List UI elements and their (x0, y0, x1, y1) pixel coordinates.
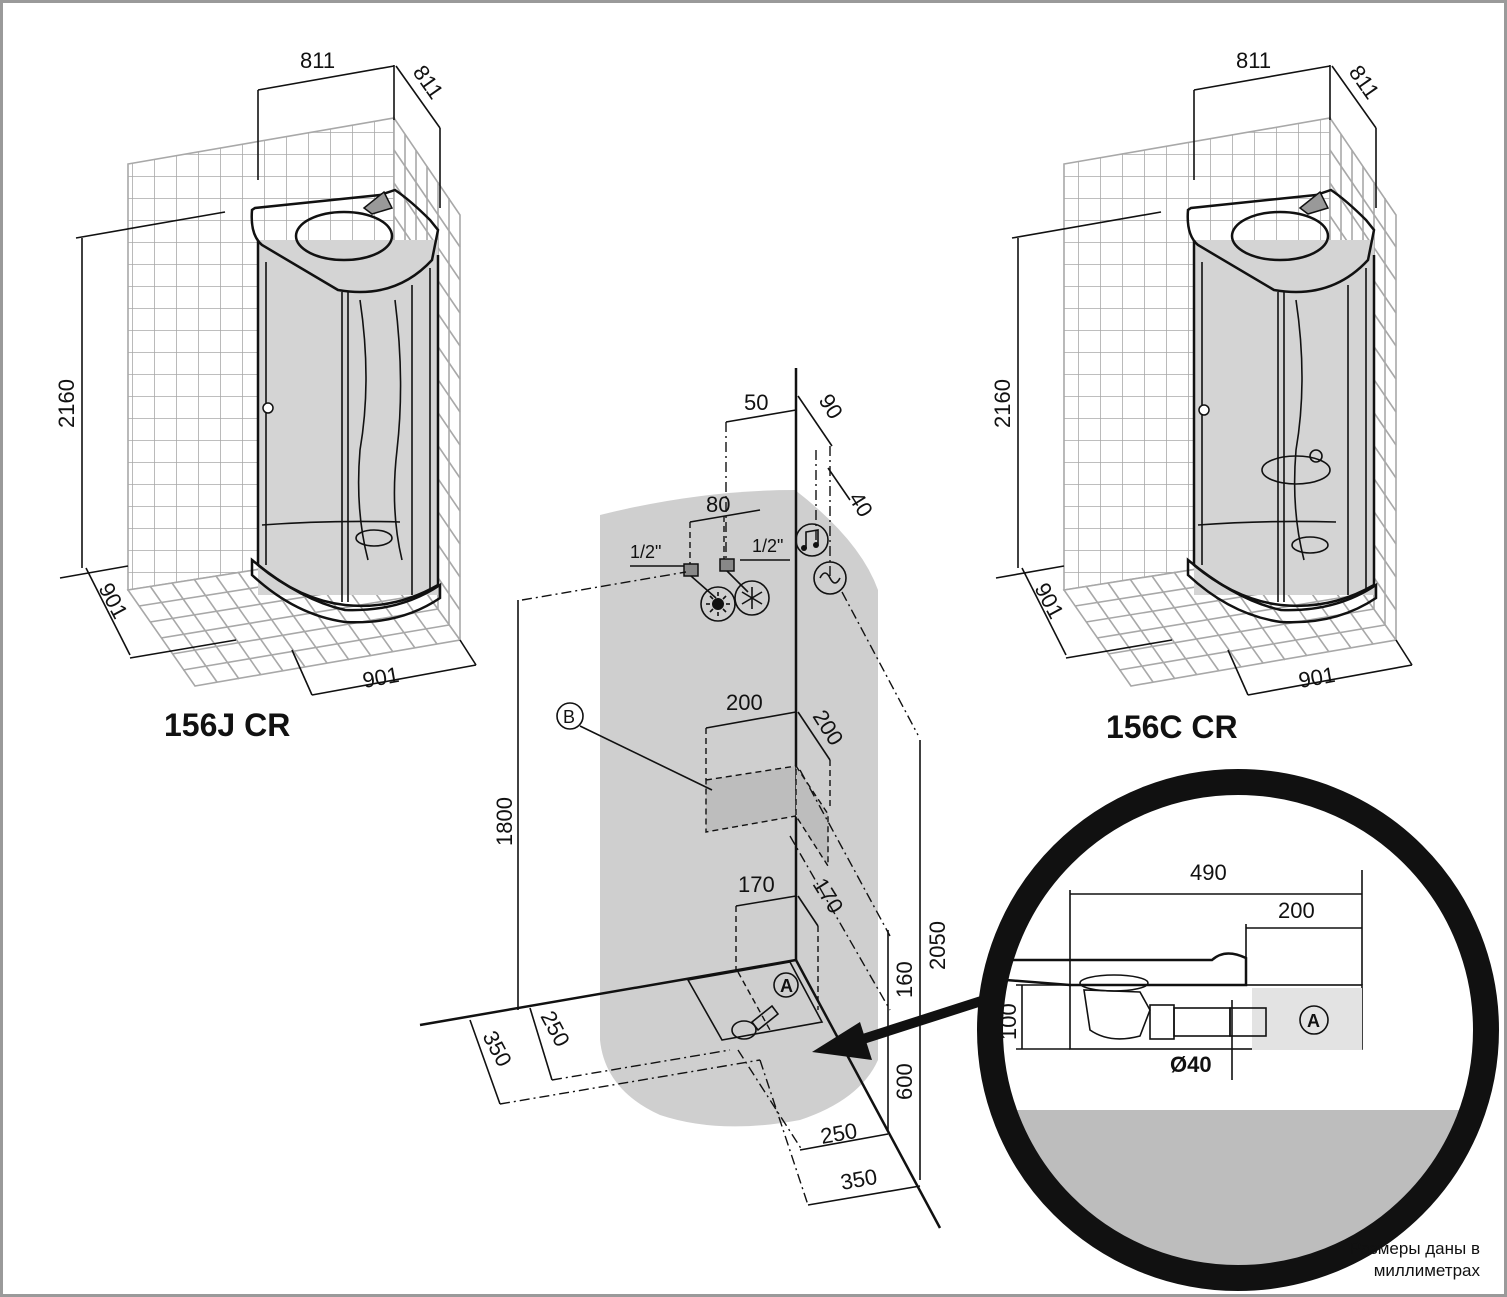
dim-left-height: 2160 (54, 379, 79, 428)
right-cabin: 811 811 2160 901 901 156C CR (990, 48, 1413, 745)
dim-left-base-right: 901 (361, 662, 402, 693)
dim-right-height: 2160 (990, 379, 1015, 428)
detail-siphon (1079, 974, 1267, 1040)
left-model-label: 156J CR (164, 707, 290, 743)
left-shower-cabin (250, 188, 442, 624)
dim-half-inch-left: 1/2" (630, 542, 661, 562)
cold-water-icon (734, 580, 770, 616)
dim-350-left: 350 (478, 1027, 517, 1071)
label-a-detail: A (1307, 1011, 1320, 1031)
dim-diameter-40: Ø40 (1170, 1052, 1212, 1077)
hot-water-icon (700, 586, 736, 622)
drain-siphon (731, 1004, 780, 1040)
dim-600: 600 (892, 1063, 917, 1100)
dim-490: 490 (1190, 860, 1227, 885)
dim-80: 80 (706, 492, 730, 517)
drain-detail: A 490 200 100 Ø40 (977, 769, 1499, 1291)
dim-170-width: 170 (738, 872, 775, 897)
dim-right-width-top: 811 (1236, 48, 1271, 73)
left-cabin: 811 811 2160 901 901 156J CR (54, 48, 477, 743)
dim-40: 40 (844, 487, 878, 521)
label-b: B (563, 707, 575, 727)
dim-right-base-left: 901 (1030, 579, 1069, 623)
dim-right-base-right: 901 (1297, 662, 1338, 693)
dim-half-inch-right: 1/2" (752, 536, 783, 556)
dim-1800: 1800 (492, 797, 517, 846)
dim-200-detail: 200 (1278, 898, 1315, 923)
dim-160: 160 (892, 961, 917, 998)
dim-90: 90 (814, 389, 848, 423)
dim-350-bottom: 350 (839, 1164, 880, 1195)
power-icon (813, 561, 847, 595)
right-shower-cabin (1186, 188, 1378, 624)
note-line-1: Размеры даны в (1350, 1239, 1480, 1258)
center-installation: 50 90 40 80 1/2" 1/2" (419, 368, 1002, 1229)
music-icon (795, 523, 829, 557)
dim-left-width-top: 811 (300, 48, 335, 73)
dim-right-depth-top: 811 (1344, 61, 1385, 104)
dim-2050: 2050 (925, 921, 950, 970)
dim-left-base-left: 901 (94, 579, 133, 623)
dim-left-depth-top: 811 (408, 61, 449, 104)
dim-50: 50 (744, 390, 768, 415)
right-model-label: 156C CR (1106, 709, 1238, 745)
dim-250-bottom: 250 (819, 1118, 860, 1149)
dim-200-panel-width: 200 (726, 690, 763, 715)
note-line-2: миллиметрах (1374, 1261, 1481, 1280)
label-a-center: A (780, 976, 793, 996)
